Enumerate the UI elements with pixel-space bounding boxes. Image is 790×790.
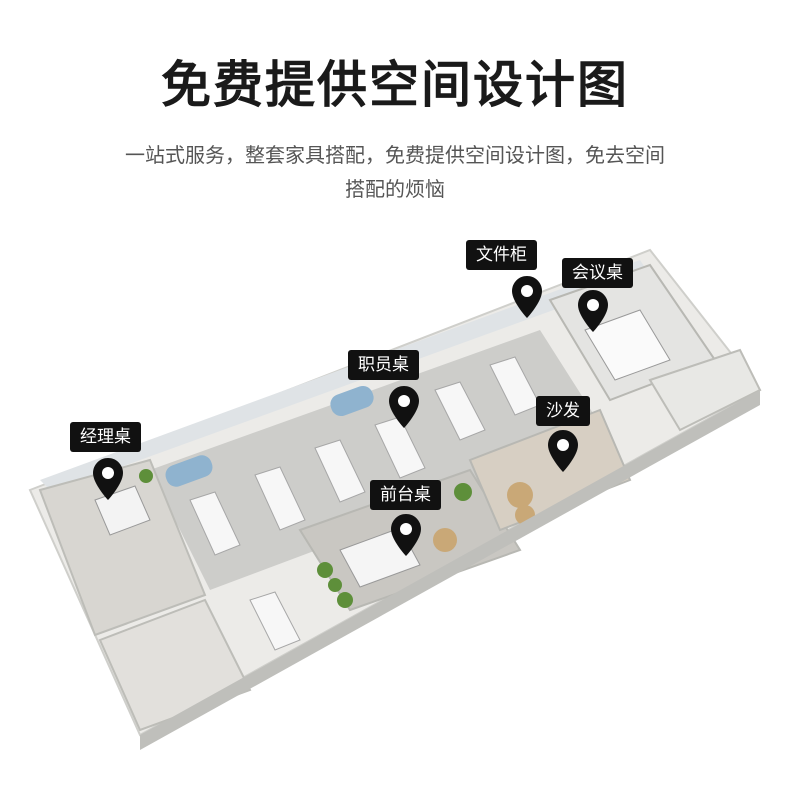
staff-desks xyxy=(189,356,541,651)
subtitle-line-2: 搭配的烦恼 xyxy=(345,177,445,201)
label-manager-desk: 经理桌 xyxy=(70,422,141,452)
label-sofa: 沙发 xyxy=(536,396,590,426)
pin-sofa-icon xyxy=(548,430,578,472)
office-floor-plan: 文件柜 会议桌 职员桌 沙发 经理桌 前台桌 xyxy=(0,230,790,790)
back-window-wall xyxy=(40,260,650,492)
page-title: 免费提供空间设计图 xyxy=(161,56,629,114)
label-reception-desk: 前台桌 xyxy=(370,480,441,510)
blue-sofas xyxy=(165,385,374,487)
page-subtitle: 一站式服务，整套家具搭配，免费提供空间设计图，免去空间 搭配的烦恼 xyxy=(60,138,730,206)
slab-front-edge xyxy=(140,390,760,750)
pin-meeting-table-icon xyxy=(578,290,608,332)
pin-staff-desk-icon xyxy=(389,386,419,428)
pin-file-cabinet-icon xyxy=(512,276,542,318)
pin-reception-desk-icon xyxy=(391,514,421,556)
open-office-floor xyxy=(150,330,610,590)
floor-plan-illustration xyxy=(28,248,762,750)
coffee-tables xyxy=(433,482,535,552)
label-meeting-table: 会议桌 xyxy=(562,258,633,288)
meeting-table-shape xyxy=(584,309,671,381)
label-staff-desk: 职员桌 xyxy=(348,350,419,380)
plants xyxy=(139,469,472,608)
label-file-cabinet: 文件柜 xyxy=(466,240,537,270)
pin-manager-desk-icon xyxy=(93,458,123,500)
subtitle-line-1: 一站式服务，整套家具搭配，免费提供空间设计图，免去空间 xyxy=(125,143,665,167)
